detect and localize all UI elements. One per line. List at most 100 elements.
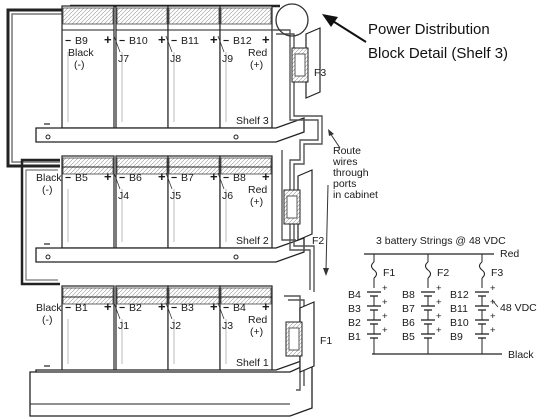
shelf-bar: Shelf 2 — [35, 235, 305, 263]
battery-B6: −B6 + — [115, 155, 169, 249]
battery-B11: −B11+ — [167, 5, 221, 129]
battery-plus-sign: + — [210, 32, 218, 47]
jumper-label: J1 — [118, 320, 129, 332]
jumper-label: J9 — [222, 53, 233, 65]
battery-B8: −B8+ — [219, 155, 273, 249]
fuse-label: F2 — [312, 235, 324, 247]
battery-minus-sign: − — [223, 302, 229, 314]
battery-plus-sign: + — [210, 169, 218, 184]
battery-label: B3 — [181, 302, 194, 314]
battery-minus-sign: − — [171, 35, 177, 47]
battery-plus-sign: + — [158, 299, 166, 314]
cell-plus-sign: + — [490, 311, 496, 322]
battery-B12: −B12 + — [219, 5, 273, 129]
fuse-holder-F3: F3 — [291, 27, 326, 99]
positive-sign-label: (+) — [250, 59, 263, 71]
battery-label: B2 — [129, 302, 142, 314]
negative-sign-label: (-) — [74, 59, 85, 71]
schematic-cell-label: B8 — [402, 289, 415, 301]
battery-minus-sign: − — [171, 302, 177, 314]
cell-plus-sign: + — [436, 311, 442, 322]
battery-minus-sign: − — [119, 172, 125, 184]
battery-minus-sign: − — [119, 35, 125, 47]
callout-line-2: Block Detail (Shelf 3) — [368, 45, 508, 62]
callout-arrow — [322, 14, 367, 43]
shelf-bar: Shelf 3 — [35, 115, 305, 143]
battery-minus-sign: − — [119, 302, 125, 314]
cell-plus-sign: + — [490, 325, 496, 336]
battery-plus-sign: + — [262, 32, 270, 47]
voltage-leader — [491, 299, 499, 308]
black-terminal-label: Black — [36, 172, 62, 184]
battery-label: B5 — [75, 172, 88, 184]
cell-plus-sign: + — [490, 283, 496, 294]
positive-sign-label: (+) — [250, 326, 263, 338]
battery-label: B7 — [181, 172, 194, 184]
red-bus-label: Red — [500, 248, 519, 260]
battery-plus-sign: + — [104, 169, 112, 184]
fuse-holder-F1: F1 — [285, 301, 332, 373]
route-note-line: wires — [332, 156, 358, 168]
negative-sign-label: (-) — [42, 314, 53, 326]
schematic-fuse-label: F1 — [383, 267, 395, 279]
cell-plus-sign: + — [382, 311, 388, 322]
cell-plus-sign: + — [490, 297, 496, 308]
red-terminal-label: Red — [248, 184, 267, 196]
cell-plus-sign: + — [382, 325, 388, 336]
schematic-fuse-label: F2 — [437, 267, 449, 279]
battery-minus-sign: − — [65, 35, 71, 47]
jumper-label: J2 — [170, 320, 181, 332]
cell-plus-sign: + — [436, 283, 442, 294]
shelf-label: Shelf 3 — [236, 115, 269, 127]
positive-sign-label: (+) — [250, 196, 263, 208]
black-terminal-label: Black — [68, 47, 94, 59]
shelf-label: Shelf 2 — [236, 235, 269, 247]
jumper-label: J7 — [118, 53, 129, 65]
battery-plus-sign: + — [158, 32, 166, 47]
black-terminal-label: Black — [36, 302, 62, 314]
battery-minus-sign: − — [171, 172, 177, 184]
cell-plus-sign: + — [436, 297, 442, 308]
schematic-cell-label: B6 — [402, 317, 415, 329]
battery-plus-sign: + — [262, 299, 270, 314]
shelf-label: Shelf 1 — [236, 357, 269, 369]
fuse-symbol — [370, 261, 378, 279]
battery-label: B12 — [233, 35, 252, 47]
battery-plus-sign: + — [158, 169, 166, 184]
battery-label: B8 — [233, 172, 246, 184]
voltage-label: 48 VDC — [500, 302, 537, 314]
schematic-cell-label: B7 — [402, 303, 415, 315]
schematic-title: 3 battery Strings @ 48 VDC — [376, 235, 506, 247]
route-note-line: ports — [333, 178, 356, 190]
battery-plus-sign: + — [104, 299, 112, 314]
red-terminal-label: Red — [248, 47, 267, 59]
schematic-cell-label: B5 — [402, 331, 415, 343]
schematic-cell-label: B12 — [450, 289, 469, 301]
negative-sign-label: (-) — [42, 184, 53, 196]
jumper-label: J8 — [170, 53, 181, 65]
schematic-cell-label: B9 — [450, 331, 463, 343]
battery-minus-sign: − — [223, 35, 229, 47]
cabinet-base — [29, 360, 313, 417]
battery-label: B6 — [129, 172, 142, 184]
battery-label: B4 — [233, 302, 246, 314]
route-note-line: through — [333, 167, 369, 179]
fuse-symbol — [424, 261, 432, 279]
fuse-symbol — [478, 261, 486, 279]
jumper-label: J5 — [170, 190, 181, 202]
jumper-label: J3 — [222, 320, 233, 332]
fuse-label: F1 — [320, 335, 332, 347]
cell-plus-sign: + — [382, 297, 388, 308]
schematic-fuse-label: F3 — [491, 267, 503, 279]
battery-minus-sign: − — [65, 172, 71, 184]
battery-plus-sign: + — [262, 169, 270, 184]
red-terminal-label: Red — [248, 314, 267, 326]
